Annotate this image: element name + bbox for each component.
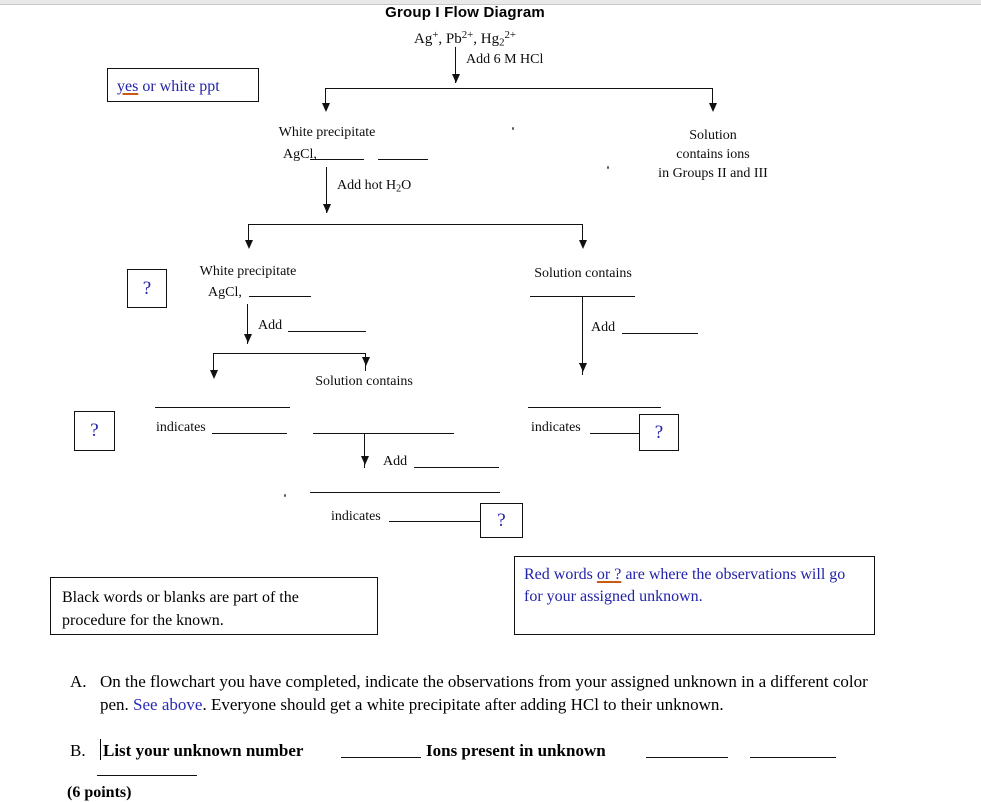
arrowhead-left-1 <box>321 103 330 112</box>
legend-blue-part2: are where the observations will go for y… <box>524 566 846 605</box>
annotation-marked-word: yes <box>117 78 139 95</box>
annotation-qmark-3: ? <box>654 421 664 443</box>
arrowhead-right-3 <box>361 357 370 366</box>
question-b-part2: Ions present in unknown <box>426 741 606 760</box>
legend-black-note-text: Black words or blanks are part of the pr… <box>62 589 299 629</box>
question-a-text-before: On the flowchart you have completed, ind… <box>100 672 868 714</box>
text-caret <box>100 739 101 760</box>
annotation-qmark-box-2[interactable]: ? <box>74 411 115 451</box>
scan-speck-3 <box>284 494 286 497</box>
connector-right-drop-2 <box>582 224 583 246</box>
scan-speck-1 <box>512 127 514 130</box>
blank-line-agcl-1a <box>310 159 364 160</box>
arrowhead-subleft-add <box>243 334 252 343</box>
annotation-qmark-2: ? <box>90 420 99 441</box>
node-subleft-white-precipitate-line2: AgCl, <box>208 285 242 300</box>
result-subright-indicates-label: indicates <box>331 509 381 524</box>
node-right-solution-line3: in Groups II and III <box>658 166 768 181</box>
legend-box-blue-note: Red words or ? are where the observation… <box>514 556 875 635</box>
blank-line-subleft-result-top <box>155 407 290 408</box>
blank-line-subright-add <box>414 467 499 468</box>
blank-line-rightmid-indicates <box>590 433 640 434</box>
question-a-link[interactable]: See above <box>133 695 203 714</box>
root-ions-label: Ag+, Pb2+, Hg22+ <box>413 29 517 49</box>
connector-left-drop-1 <box>325 88 326 110</box>
step-add-hcl-label: Add 6 M HCl <box>466 52 544 67</box>
blank-line-rightmid-result-top <box>528 407 661 408</box>
node-left-white-precipitate-line2: AgCl, <box>283 147 317 162</box>
annotation-observation-text: yes or white ppt <box>117 76 220 98</box>
question-b-part1: List your unknown number <box>103 741 304 760</box>
connector-split-bar-3 <box>213 353 365 354</box>
blank-line-rightmid-add <box>622 333 698 334</box>
node-left-white-precipitate-line1: White precipitate <box>278 125 376 140</box>
legend-box-black-note: Black words or blanks are part of the pr… <box>50 577 378 635</box>
toolbar-strip <box>0 0 981 5</box>
result-subleft-indicates-label: indicates <box>156 420 206 435</box>
annotation-box-observation-top[interactable]: yes or white ppt <box>107 68 259 102</box>
arrowhead-root <box>451 74 460 83</box>
blank-line-subleft-indicates <box>212 433 287 434</box>
blank-line-agcl-2 <box>249 296 311 297</box>
blank-line-subright-indicates <box>389 521 500 522</box>
step-add-hot-water-label: Add hot H2O <box>337 178 412 195</box>
connector-subright-add-stem <box>364 434 365 468</box>
blank-line-ion-3[interactable] <box>97 775 197 776</box>
page-title: Group I Flow Diagram <box>385 4 545 21</box>
arrowhead-left-3 <box>209 370 218 379</box>
connector-right-drop-1 <box>712 88 713 110</box>
connector-left-drop-2 <box>248 224 249 246</box>
step-subright-add-label: Add <box>383 454 408 469</box>
annotation-qmark-box-3[interactable]: ? <box>639 414 679 451</box>
question-marker-a: A. <box>70 672 87 691</box>
question-a-text-after: . Everyone should get a white precipitat… <box>202 695 724 714</box>
arrowhead-right-2 <box>578 240 587 249</box>
annotation-observation-rest: or white ppt <box>138 78 220 95</box>
connector-split-bar-2 <box>248 224 582 225</box>
node-right-solution-line2: contains ions <box>676 147 750 162</box>
question-marker-b: B. <box>70 741 86 760</box>
question-body-a: On the flowchart you have completed, ind… <box>100 670 890 716</box>
blank-line-rightmid-contains <box>530 296 635 297</box>
blank-line-subright-contains <box>313 433 454 434</box>
blank-line-unknown-number[interactable] <box>341 757 421 758</box>
blank-line-agcl-1b <box>378 159 428 160</box>
connector-hot-water-stem <box>326 167 327 213</box>
legend-blue-part1: Red words <box>524 566 597 583</box>
legend-blue-note-text: Red words or ? are where the observation… <box>524 564 865 608</box>
connector-rightmid-add-stem <box>582 297 583 375</box>
arrowhead-hot-water <box>322 204 331 213</box>
arrowhead-right-1 <box>708 103 717 112</box>
scan-speck-2 <box>607 166 609 169</box>
annotation-qmark-1: ? <box>142 277 152 299</box>
legend-blue-marked: or ? <box>596 566 622 583</box>
connector-subleft-add-stem <box>247 304 248 344</box>
step-rightmid-add-label: Add <box>591 320 616 335</box>
node-rightmid-solution-contains: Solution contains <box>534 266 632 281</box>
node-subright-solution-contains: Solution contains <box>315 374 413 389</box>
node-subleft-white-precipitate-line1: White precipitate <box>199 264 297 279</box>
blank-line-subright-result-top <box>310 492 500 493</box>
annotation-qmark-box-1[interactable]: ? <box>127 269 167 308</box>
result-rightmid-indicates-label: indicates <box>531 420 581 435</box>
points-label: (6 points) <box>67 784 132 801</box>
step-subleft-add-label: Add <box>258 318 283 333</box>
arrowhead-left-2 <box>244 240 253 249</box>
arrowhead-rightmid-add <box>578 363 587 372</box>
blank-line-ion-2[interactable] <box>750 757 836 758</box>
connector-root-stem <box>455 47 456 83</box>
blank-line-ion-1[interactable] <box>646 757 728 758</box>
connector-left-drop-3 <box>213 353 214 375</box>
connector-split-bar-1 <box>325 88 712 89</box>
blank-line-subleft-add <box>288 331 366 332</box>
arrowhead-subright-add <box>360 456 369 465</box>
annotation-qmark-box-4[interactable]: ? <box>480 503 523 538</box>
annotation-qmark-4: ? <box>497 509 506 531</box>
node-right-solution-line1: Solution <box>689 128 737 143</box>
question-body-b: List your unknown number <box>103 739 903 762</box>
